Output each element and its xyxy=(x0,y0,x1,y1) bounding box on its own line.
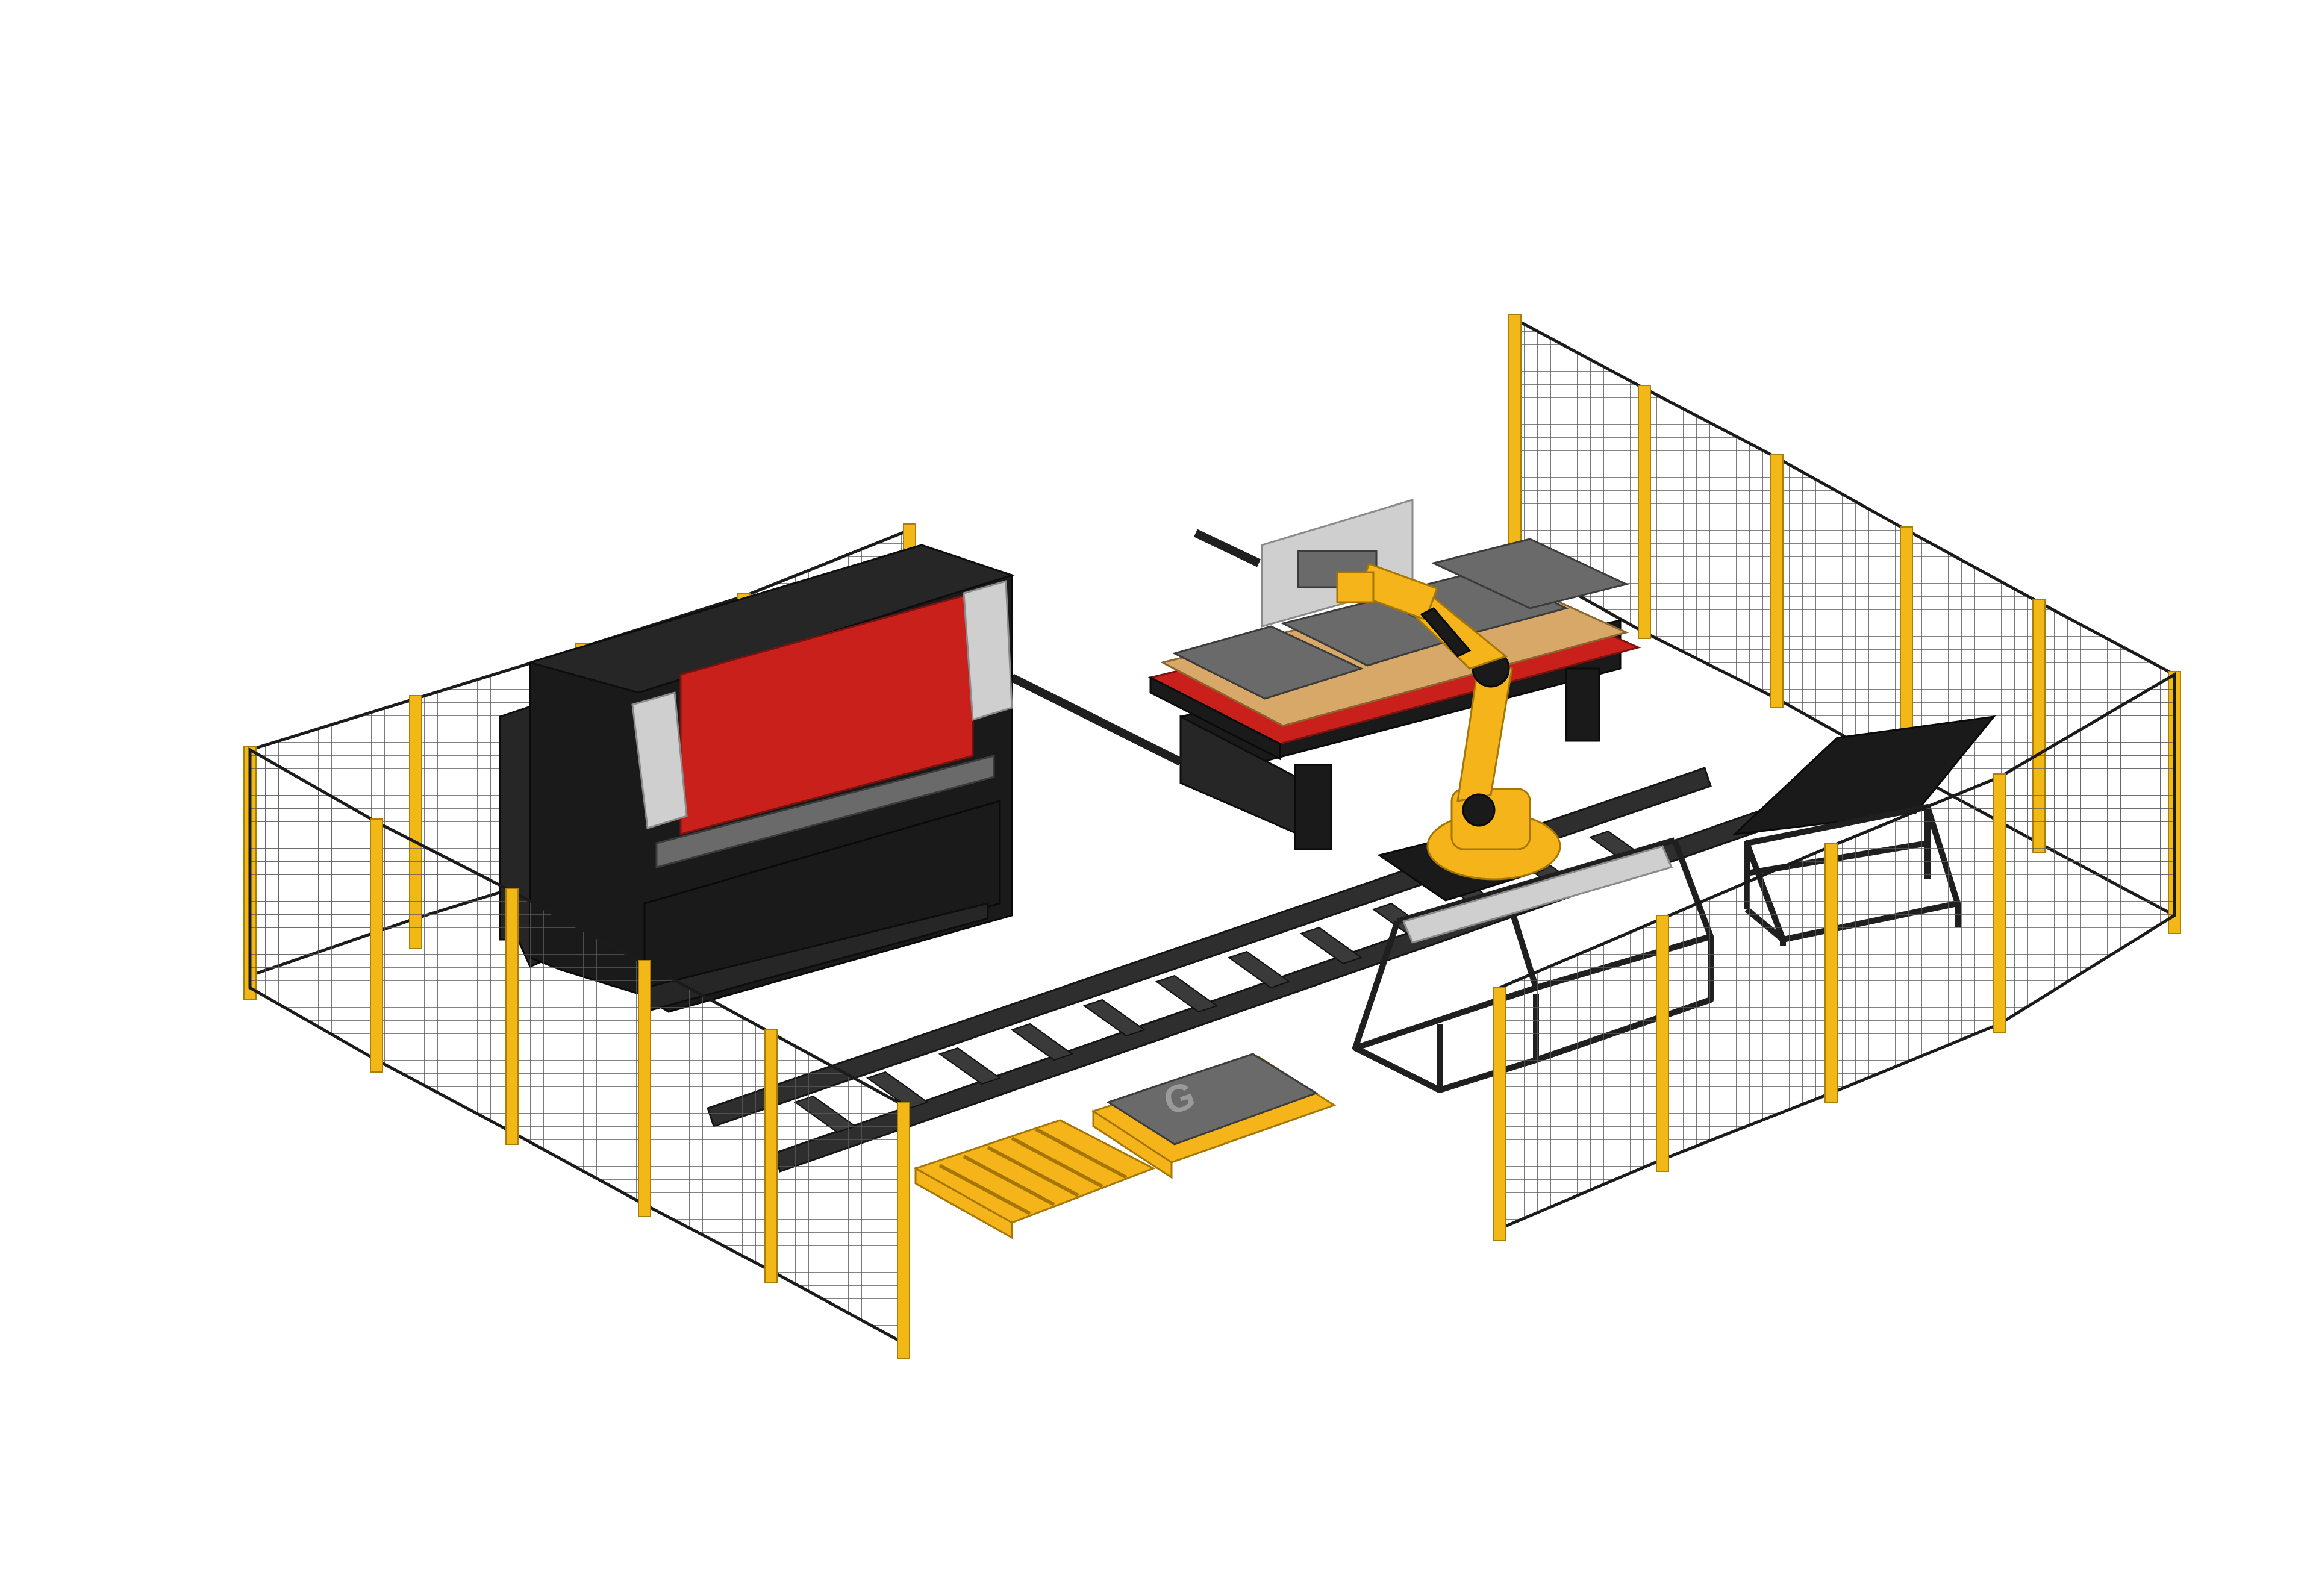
press-brake-cover-left xyxy=(631,691,688,829)
press-brake-ram xyxy=(655,755,995,868)
front-fence-right xyxy=(1493,672,2176,1241)
table-red-plate-edge xyxy=(1149,676,1281,761)
sheet-stack xyxy=(1431,538,1629,609)
pallets: G xyxy=(913,1053,1337,1239)
connector-rail xyxy=(1010,529,1261,766)
fence-post xyxy=(638,960,651,1217)
fence-post xyxy=(764,1029,778,1283)
press-brake-top xyxy=(526,544,1015,694)
pallet-sheet xyxy=(1106,1053,1319,1146)
fence-post xyxy=(1508,314,1522,568)
robot-joint xyxy=(1462,793,1496,827)
front-fence-left xyxy=(248,747,910,1359)
robot-arm xyxy=(1336,563,1561,881)
pallet-left-slats xyxy=(938,1127,1128,1215)
fence-panel xyxy=(1829,775,2002,1096)
gripper-tool xyxy=(1402,845,1673,944)
fence-panel xyxy=(1498,916,1664,1231)
fence-post xyxy=(1770,454,1784,708)
robot-cable xyxy=(1420,607,1472,658)
fence-post xyxy=(1493,987,1506,1241)
table-leg xyxy=(1565,667,1600,742)
press-brake-cover-right xyxy=(963,580,1013,721)
fence-post xyxy=(1638,385,1651,639)
fence-panel xyxy=(1775,455,1908,774)
fence-post xyxy=(1824,843,1838,1103)
robot-wrist xyxy=(1336,571,1375,603)
sheet-stack xyxy=(1172,625,1364,700)
table-leg xyxy=(1294,764,1332,850)
fence-post xyxy=(1993,773,2006,1033)
loading-table xyxy=(1010,498,1641,850)
fence-post xyxy=(897,1102,910,1359)
fence-panel xyxy=(1661,844,1833,1162)
fence-panel xyxy=(1643,385,1779,702)
fence-post xyxy=(505,888,519,1145)
pallet-left-side xyxy=(914,1167,1013,1239)
fence-post xyxy=(370,818,383,1073)
fence-panel xyxy=(643,961,773,1274)
press-brake xyxy=(499,544,1015,1013)
fence-post xyxy=(1656,915,1669,1172)
pallet-right-side xyxy=(1092,1109,1173,1179)
